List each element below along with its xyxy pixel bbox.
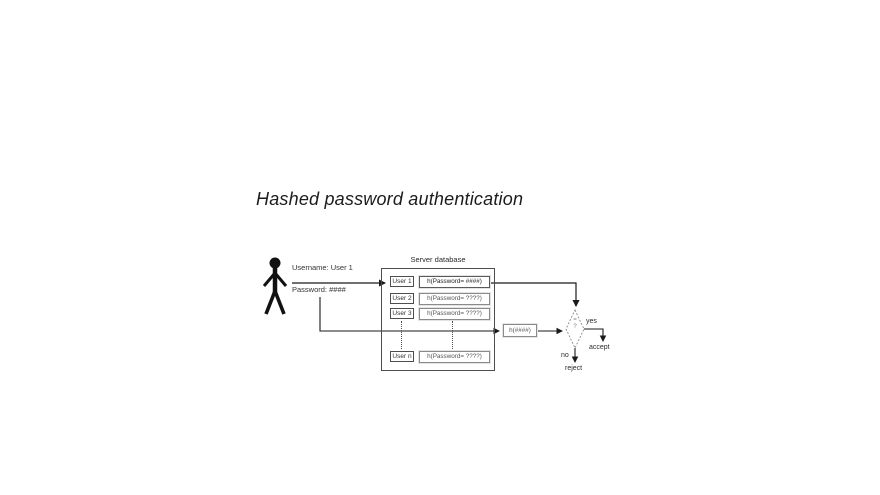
reject-label: reject bbox=[565, 365, 583, 372]
db-user-cell: User 1 bbox=[390, 276, 414, 287]
no-label: no bbox=[561, 352, 569, 359]
db-hash-cell: h(Password= ????) bbox=[419, 293, 490, 305]
username-label: Username: User 1 bbox=[292, 263, 353, 272]
compare-decision-diamond bbox=[565, 308, 585, 350]
user-column-ellipsis bbox=[401, 321, 402, 349]
compare-equals: = bbox=[573, 317, 577, 323]
accept-label: accept bbox=[589, 344, 610, 351]
db-user-cell: User n bbox=[390, 351, 414, 362]
hash-input-box: h(####) bbox=[503, 324, 537, 337]
yes-label: yes bbox=[586, 318, 597, 325]
password-label: Password: #### bbox=[292, 285, 346, 294]
password-path bbox=[319, 297, 500, 335]
db-hash-cell: h(Password= ????) bbox=[419, 308, 490, 320]
compare-question: ? bbox=[573, 324, 577, 330]
hash-column-ellipsis bbox=[452, 321, 453, 349]
db-user-cell: User 2 bbox=[390, 293, 414, 304]
server-database-box bbox=[381, 268, 495, 371]
page-title: Hashed password authentication bbox=[256, 189, 524, 209]
db-user-cell: User 3 bbox=[390, 308, 414, 319]
db-hash-cell: h(Password= ####) bbox=[419, 276, 490, 288]
server-database-label: Server database bbox=[410, 255, 466, 264]
db-hash-cell: h(Password= ????) bbox=[419, 351, 490, 363]
stored-hash-to-compare-path bbox=[490, 282, 580, 308]
stick-figure-icon bbox=[262, 257, 288, 315]
compare-operator: = ? bbox=[568, 317, 582, 331]
yes-path bbox=[584, 328, 607, 342]
